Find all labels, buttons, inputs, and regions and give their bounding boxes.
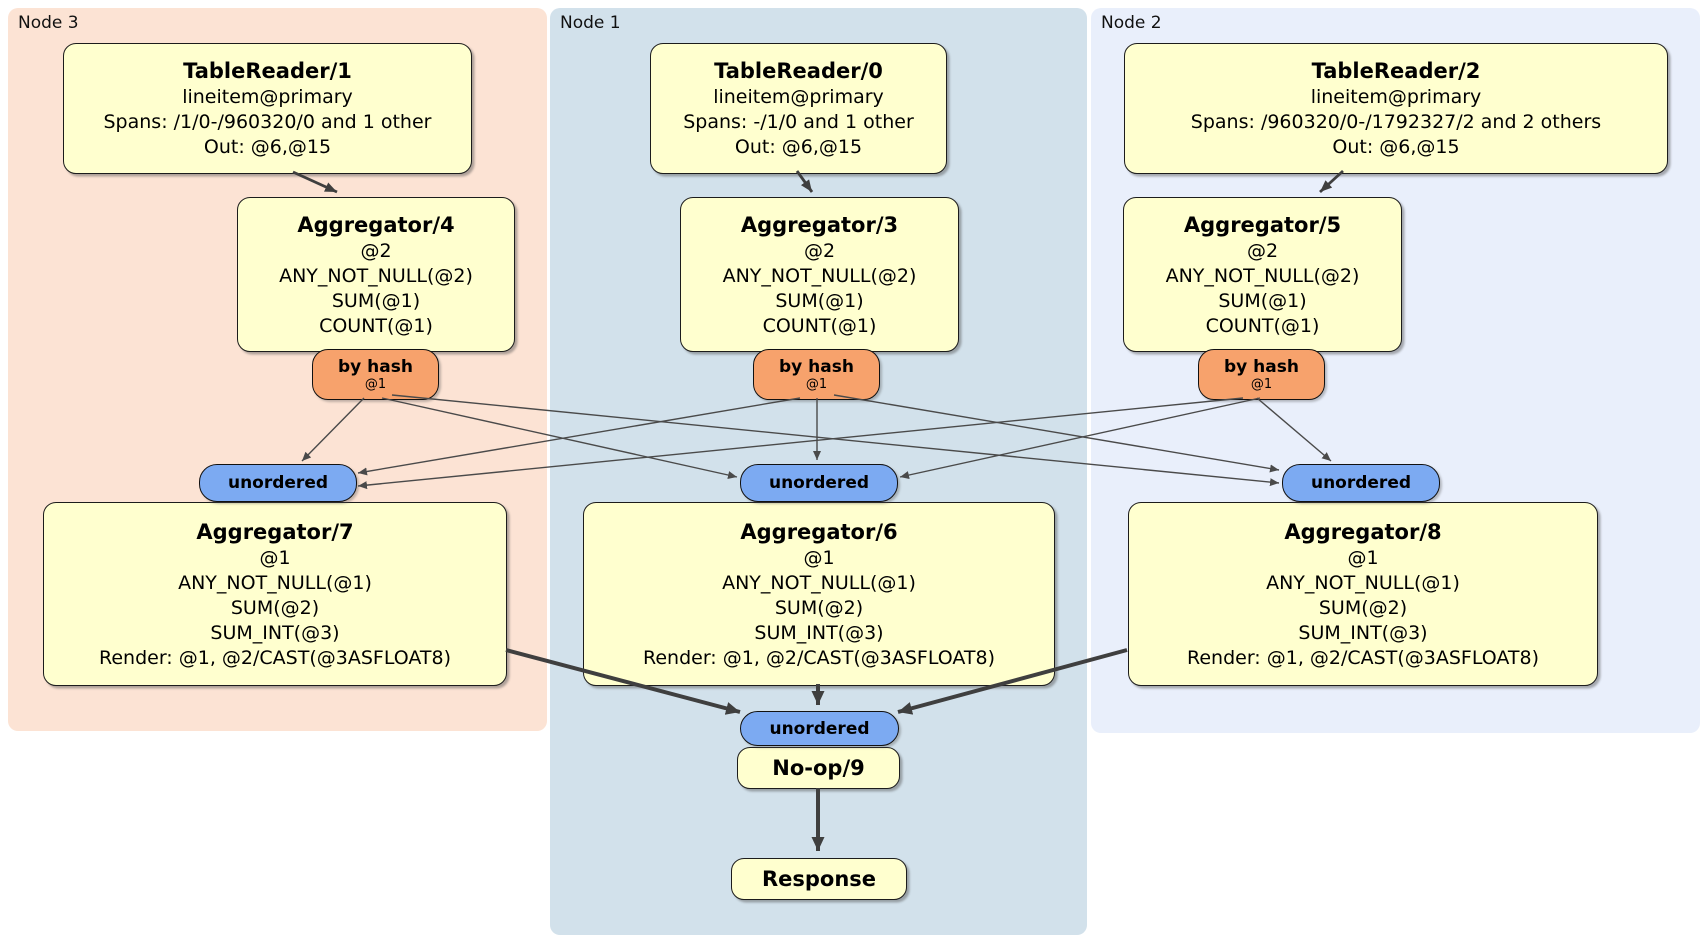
router-detail: @1 <box>364 377 387 392</box>
processor-detail: Out: @6,@15 <box>203 136 332 158</box>
processor-title: Aggregator/6 <box>740 519 898 544</box>
processor-title: Aggregator/7 <box>196 519 354 544</box>
processor-aggregator-4: Aggregator/4 @2 ANY_NOT_NULL(@2) SUM(@1)… <box>237 197 515 352</box>
processor-title: Aggregator/4 <box>297 212 455 237</box>
router-label: by hash <box>338 357 413 377</box>
processor-detail: @1 <box>259 546 291 569</box>
processor-aggregator-6: Aggregator/6 @1 ANY_NOT_NULL(@1) SUM(@2)… <box>583 502 1055 686</box>
processor-aggregator-7: Aggregator/7 @1 ANY_NOT_NULL(@1) SUM(@2)… <box>43 502 507 686</box>
processor-detail: ANY_NOT_NULL(@2) <box>722 264 917 287</box>
processor-title: Response <box>761 867 877 891</box>
processor-detail: Spans: -/1/0 and 1 other <box>683 111 914 133</box>
processor-detail: Render: @1, @2/CAST(@3ASFLOAT8) <box>99 646 451 669</box>
processor-title: Aggregator/3 <box>740 212 899 237</box>
processor-detail: ANY_NOT_NULL(@2) <box>279 264 473 287</box>
processor-detail: COUNT(@1) <box>319 314 433 337</box>
processor-detail: Out: @6,@15 <box>734 136 863 158</box>
processor-detail: lineitem@primary <box>1310 86 1482 108</box>
router-by-hash-node1: by hash @1 <box>753 349 880 400</box>
panel-node-1-label: Node 1 <box>560 13 621 33</box>
processor-detail: SUM(@2) <box>1318 596 1408 619</box>
processor-detail: ANY_NOT_NULL(@2) <box>1165 264 1360 287</box>
processor-title: Aggregator/8 <box>1284 519 1442 544</box>
processor-detail: @2 <box>803 239 836 262</box>
processor-title: TableReader/1 <box>183 59 352 83</box>
processor-tablereader-2: TableReader/2 lineitem@primary Spans: /9… <box>1124 43 1668 174</box>
sync-unordered-final: unordered <box>740 711 899 746</box>
processor-title: TableReader/2 <box>1311 59 1481 83</box>
processor-detail: Render: @1, @2/CAST(@3ASFLOAT8) <box>1187 646 1539 669</box>
processor-title: Aggregator/5 <box>1183 212 1342 237</box>
processor-noop-9: No-op/9 <box>737 747 900 789</box>
processor-detail: ANY_NOT_NULL(@1) <box>722 571 916 594</box>
processor-detail: COUNT(@1) <box>762 314 877 337</box>
processor-tablereader-1: TableReader/1 lineitem@primary Spans: /1… <box>63 43 472 174</box>
processor-detail: ANY_NOT_NULL(@1) <box>178 571 372 594</box>
processor-aggregator-8: Aggregator/8 @1 ANY_NOT_NULL(@1) SUM(@2)… <box>1128 502 1598 686</box>
panel-node-2-label: Node 2 <box>1101 13 1162 33</box>
processor-tablereader-0: TableReader/0 lineitem@primary Spans: -/… <box>650 43 947 174</box>
processor-detail: SUM(@1) <box>331 289 421 312</box>
processor-title: No-op/9 <box>772 756 865 780</box>
router-detail: @1 <box>1250 377 1273 392</box>
sync-unordered-node2: unordered <box>1282 464 1440 502</box>
processor-detail: COUNT(@1) <box>1205 314 1320 337</box>
processor-aggregator-3: Aggregator/3 @2 ANY_NOT_NULL(@2) SUM(@1)… <box>680 197 959 352</box>
processor-detail: SUM(@2) <box>774 596 864 619</box>
processor-title: TableReader/0 <box>714 59 883 83</box>
panel-node-3-label: Node 3 <box>18 13 79 33</box>
processor-detail: Spans: /1/0-/960320/0 and 1 other <box>103 111 432 133</box>
processor-detail: Spans: /960320/0-/1792327/2 and 2 others <box>1190 111 1602 133</box>
processor-aggregator-5: Aggregator/5 @2 ANY_NOT_NULL(@2) SUM(@1)… <box>1123 197 1402 352</box>
sync-unordered-node3: unordered <box>199 464 357 502</box>
router-by-hash-node3: by hash @1 <box>312 349 439 400</box>
processor-detail: SUM_INT(@3) <box>210 621 340 644</box>
processor-detail: SUM_INT(@3) <box>754 621 884 644</box>
router-label: by hash <box>779 357 854 377</box>
processor-detail: Out: @6,@15 <box>1332 136 1460 158</box>
processor-detail: @2 <box>360 239 392 262</box>
processor-detail: @1 <box>803 546 835 569</box>
router-label: by hash <box>1224 357 1299 377</box>
router-detail: @1 <box>805 377 828 392</box>
router-by-hash-node2: by hash @1 <box>1198 349 1325 400</box>
processor-detail: SUM(@1) <box>775 289 864 312</box>
processor-detail: Render: @1, @2/CAST(@3ASFLOAT8) <box>643 646 995 669</box>
processor-detail: SUM(@1) <box>1218 289 1307 312</box>
processor-detail: ANY_NOT_NULL(@1) <box>1266 571 1460 594</box>
processor-detail: @2 <box>1246 239 1279 262</box>
processor-response: Response <box>731 858 907 900</box>
processor-detail: SUM_INT(@3) <box>1298 621 1428 644</box>
processor-detail: SUM(@2) <box>230 596 320 619</box>
processor-detail: @1 <box>1347 546 1379 569</box>
processor-detail: lineitem@primary <box>182 86 353 108</box>
sync-unordered-node1: unordered <box>740 464 898 502</box>
processor-detail: lineitem@primary <box>713 86 884 108</box>
